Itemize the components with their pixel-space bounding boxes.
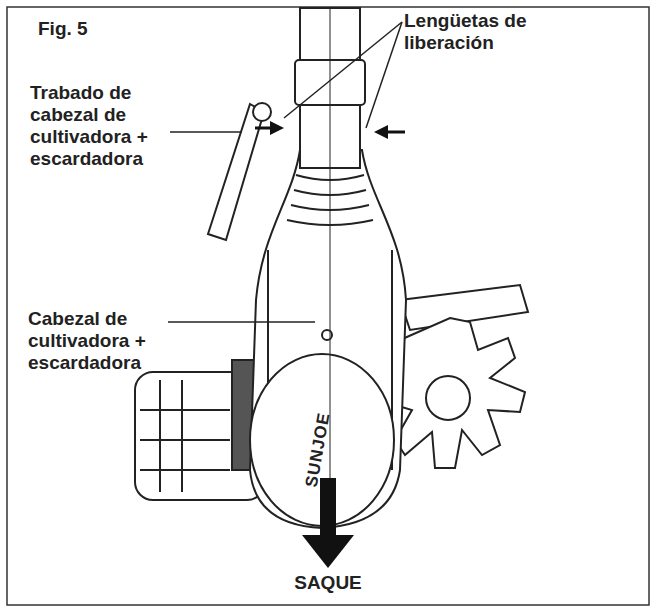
action-label: SAQUE xyxy=(268,572,388,594)
battery-pack xyxy=(135,360,265,500)
tine-wheel xyxy=(395,285,528,468)
cultivator-head xyxy=(250,150,406,528)
part-label: Lengüetas de liberación xyxy=(404,10,554,54)
frame xyxy=(7,7,649,605)
part-label: Trabado de cabezal de cultivadora + esca… xyxy=(30,82,175,169)
pull-arrow xyxy=(302,478,354,568)
release-arrows xyxy=(255,121,405,139)
leader-lines xyxy=(168,22,402,322)
handle-tube xyxy=(287,8,373,520)
lock-lever xyxy=(208,103,271,240)
part-label: Cabezal de cultivadora + escardadora xyxy=(28,308,173,374)
figure-title: Fig. 5 xyxy=(38,18,158,40)
